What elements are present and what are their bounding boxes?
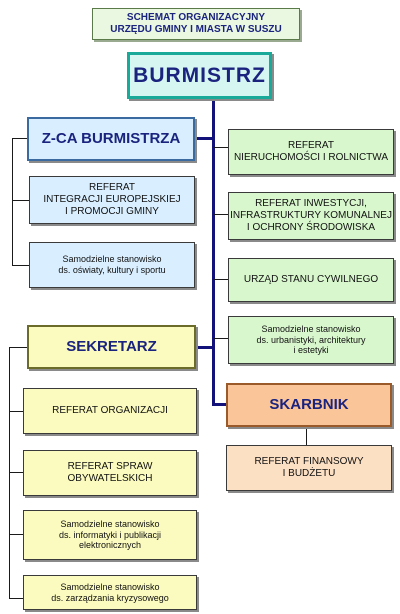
unit-it-publications: Samodzielne stanowisko ds. informatyki i… [23,510,197,560]
secretary-box: SEKRETARZ [27,325,196,369]
deputy-branch-2-line [12,265,29,266]
deputy-vertical-line [12,138,13,266]
unit-civic-affairs: REFERAT SPRAW OBYWATELSKICH [23,450,197,496]
direct-branch-1-line [214,147,228,148]
unit-european-integration: REFERAT INTEGRACJI EUROPEJSKIEJ I PROMOC… [29,176,195,224]
direct-branch-2-line [214,214,228,215]
deputy-mayor-box: Z-CA BURMISTRZA [27,117,195,161]
unit-crisis-management: Samodzielne stanowisko ds. zarządzania k… [23,575,197,610]
deputy-branch-1-line [12,200,29,201]
unit-urban-planning: Samodzielne stanowisko ds. urbanistyki, … [228,316,394,364]
secretary-connector-line [196,346,212,349]
treasurer-box: SKARBNIK [226,383,392,427]
deputy-top-branch-line [12,138,27,139]
treasurer-down-line [306,427,307,445]
unit-real-estate-agriculture: REFERAT NIERUCHOMOŚCI I ROLNICTWA [228,129,394,175]
direct-branch-3-line [214,279,228,280]
unit-civil-registry: URZĄD STANU CYWILNEGO [228,258,394,302]
mayor-box: BURMISTRZ [127,52,272,99]
secretary-branch-3-line [9,534,23,535]
treasurer-connector-line [212,403,226,406]
unit-investments-infrastructure: REFERAT INWESTYCJI, INFRASTRUKTURY KOMUN… [228,192,394,240]
secretary-top-branch-line [9,347,27,348]
secretary-branch-1-line [9,411,23,412]
direct-branch-4-line [214,338,228,339]
unit-organization: REFERAT ORGANIZACJI [23,388,197,434]
secretary-vertical-line [9,347,10,599]
secretary-branch-2-line [9,472,23,473]
deputy-connector-line [195,137,212,140]
unit-finance-budget: REFERAT FINANSOWY I BUDŻETU [226,445,392,491]
secretary-branch-4-line [9,598,23,599]
chart-title: SCHEMAT ORGANIZACYJNY URZĘDU GMINY I MIA… [92,8,300,40]
main-spine-line [212,99,215,405]
unit-education-culture-sport: Samodzielne stanowisko ds. oświaty, kult… [29,242,195,288]
